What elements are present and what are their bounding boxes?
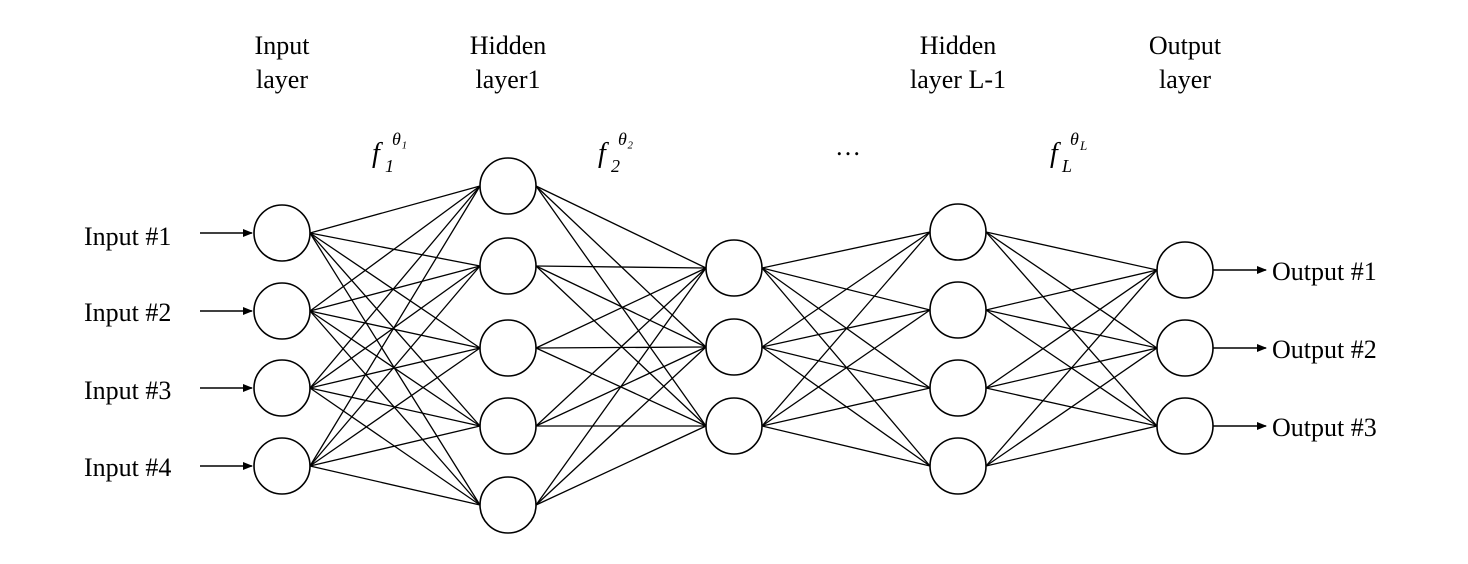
node-hidden_last-3 [929, 359, 987, 417]
function-1-superscript: θ₁ [392, 129, 407, 149]
layer-title-hidden-last-line1: Hidden [920, 31, 997, 60]
function-L-superscript: θ [1070, 129, 1079, 149]
edge-input-1-to-hidden1-1 [309, 185, 481, 234]
edge-hidden2-3-to-hidden_last-4 [761, 425, 931, 467]
node-hidden1-4 [479, 397, 537, 455]
layer-title-hidden1-line2: layer1 [476, 65, 541, 94]
edge-hidden1-3-to-hidden2-1 [535, 267, 707, 349]
edge-input-1-to-hidden1-3 [309, 232, 481, 349]
node-input-3 [253, 359, 311, 417]
edge-input-4-to-hidden1-2 [309, 265, 481, 467]
edge-hidden1-2-to-hidden2-2 [535, 265, 707, 348]
edge-hidden_last-4-to-output-2 [985, 347, 1158, 467]
layer-title-input-line1: Input [255, 31, 311, 60]
edge-hidden1-5-to-hidden2-2 [535, 346, 707, 506]
edge-input-1-to-hidden1-2 [309, 232, 481, 267]
edge-hidden_last-1-to-output-1 [985, 231, 1158, 271]
edge-input-4-to-hidden1-1 [309, 185, 481, 467]
edge-input-3-to-hidden1-3 [309, 347, 481, 389]
neuron-nodes [253, 157, 1214, 534]
edge-hidden2-1-to-hidden_last-1 [761, 231, 931, 269]
node-input-1 [253, 204, 311, 262]
edge-hidden2-3-to-hidden_last-2 [761, 309, 931, 427]
io-arrows [200, 229, 1267, 470]
node-hidden_last-1 [929, 203, 987, 261]
function-2-subscript: 2 [611, 156, 620, 176]
function-1-subscript: 1 [385, 156, 394, 176]
layer-title-hidden-last-line2: layer L-1 [910, 65, 1006, 94]
node-input-2 [253, 282, 311, 340]
layer-title-hidden-last: Hidden layer L-1 [910, 31, 1006, 94]
node-input-4 [253, 437, 311, 495]
edge-hidden2-3-to-hidden_last-1 [761, 231, 931, 427]
layer-title-output-line1: Output [1149, 31, 1222, 60]
edge-hidden_last-4-to-output-3 [985, 425, 1158, 467]
edge-hidden1-5-to-hidden2-1 [535, 267, 707, 506]
edge-hidden1-1-to-hidden2-1 [535, 185, 707, 269]
input-label-2: Input #2 [84, 298, 171, 327]
edge-hidden1-4-to-hidden2-1 [535, 267, 707, 427]
output-label-3: Output #3 [1272, 413, 1377, 442]
edge-hidden2-2-to-hidden_last-1 [761, 231, 931, 348]
function-label-1: f 1 θ₁ [372, 129, 407, 176]
edge-input-4-to-hidden1-4 [309, 425, 481, 467]
node-hidden2-2 [705, 318, 763, 376]
node-hidden1-2 [479, 237, 537, 295]
node-hidden_last-2 [929, 281, 987, 339]
output-label-1: Output #1 [1272, 257, 1377, 286]
edge-input-4-to-hidden1-3 [309, 347, 481, 467]
function-2-superscript: θ₂ [618, 129, 633, 149]
node-hidden1-5 [479, 476, 537, 534]
edge-hidden1-5-to-hidden2-3 [535, 425, 707, 506]
connection-edges [309, 185, 1158, 506]
edge-input-3-to-hidden1-1 [309, 185, 481, 389]
edge-input-4-to-hidden1-5 [309, 465, 481, 506]
edge-hidden_last-4-to-output-1 [985, 269, 1158, 467]
function-label-L: f L θ L [1050, 129, 1087, 176]
layer-title-output-line2: layer [1159, 65, 1211, 94]
edge-hidden2-3-to-hidden_last-3 [761, 387, 931, 427]
node-output-1 [1156, 241, 1214, 299]
node-hidden_last-4 [929, 437, 987, 495]
ellipsis: … [835, 132, 861, 161]
function-L-subscript: L [1061, 156, 1072, 176]
node-output-2 [1156, 319, 1214, 377]
node-hidden2-3 [705, 397, 763, 455]
output-label-2: Output #2 [1272, 335, 1377, 364]
edge-hidden_last-2-to-output-1 [985, 269, 1158, 311]
input-label-4: Input #4 [84, 453, 171, 482]
function-L-superscript-subscript: L [1079, 138, 1087, 153]
edge-input-2-to-hidden1-3 [309, 310, 481, 349]
edge-input-2-to-hidden1-5 [309, 310, 481, 506]
layer-title-input: Input layer [255, 31, 311, 94]
edge-input-2-to-hidden1-2 [309, 265, 481, 312]
node-output-3 [1156, 397, 1214, 455]
edge-hidden1-2-to-hidden2-3 [535, 265, 707, 427]
function-2-base: f [598, 138, 609, 169]
edge-hidden1-2-to-hidden2-1 [535, 265, 707, 269]
layer-title-hidden1-line1: Hidden [470, 31, 547, 60]
layer-title-output: Output layer [1149, 31, 1222, 94]
layer-title-input-line2: layer [256, 65, 308, 94]
function-label-2: f 2 θ₂ [598, 129, 633, 176]
function-L-base: f [1050, 138, 1061, 169]
edge-hidden_last-3-to-output-1 [985, 269, 1158, 389]
node-hidden2-1 [705, 239, 763, 297]
function-1-base: f [372, 138, 383, 169]
layer-title-hidden1: Hidden layer1 [470, 31, 547, 94]
node-hidden1-1 [479, 157, 537, 215]
node-hidden1-3 [479, 319, 537, 377]
input-label-3: Input #3 [84, 376, 171, 405]
edge-input-2-to-hidden1-1 [309, 185, 481, 312]
input-label-1: Input #1 [84, 222, 171, 251]
